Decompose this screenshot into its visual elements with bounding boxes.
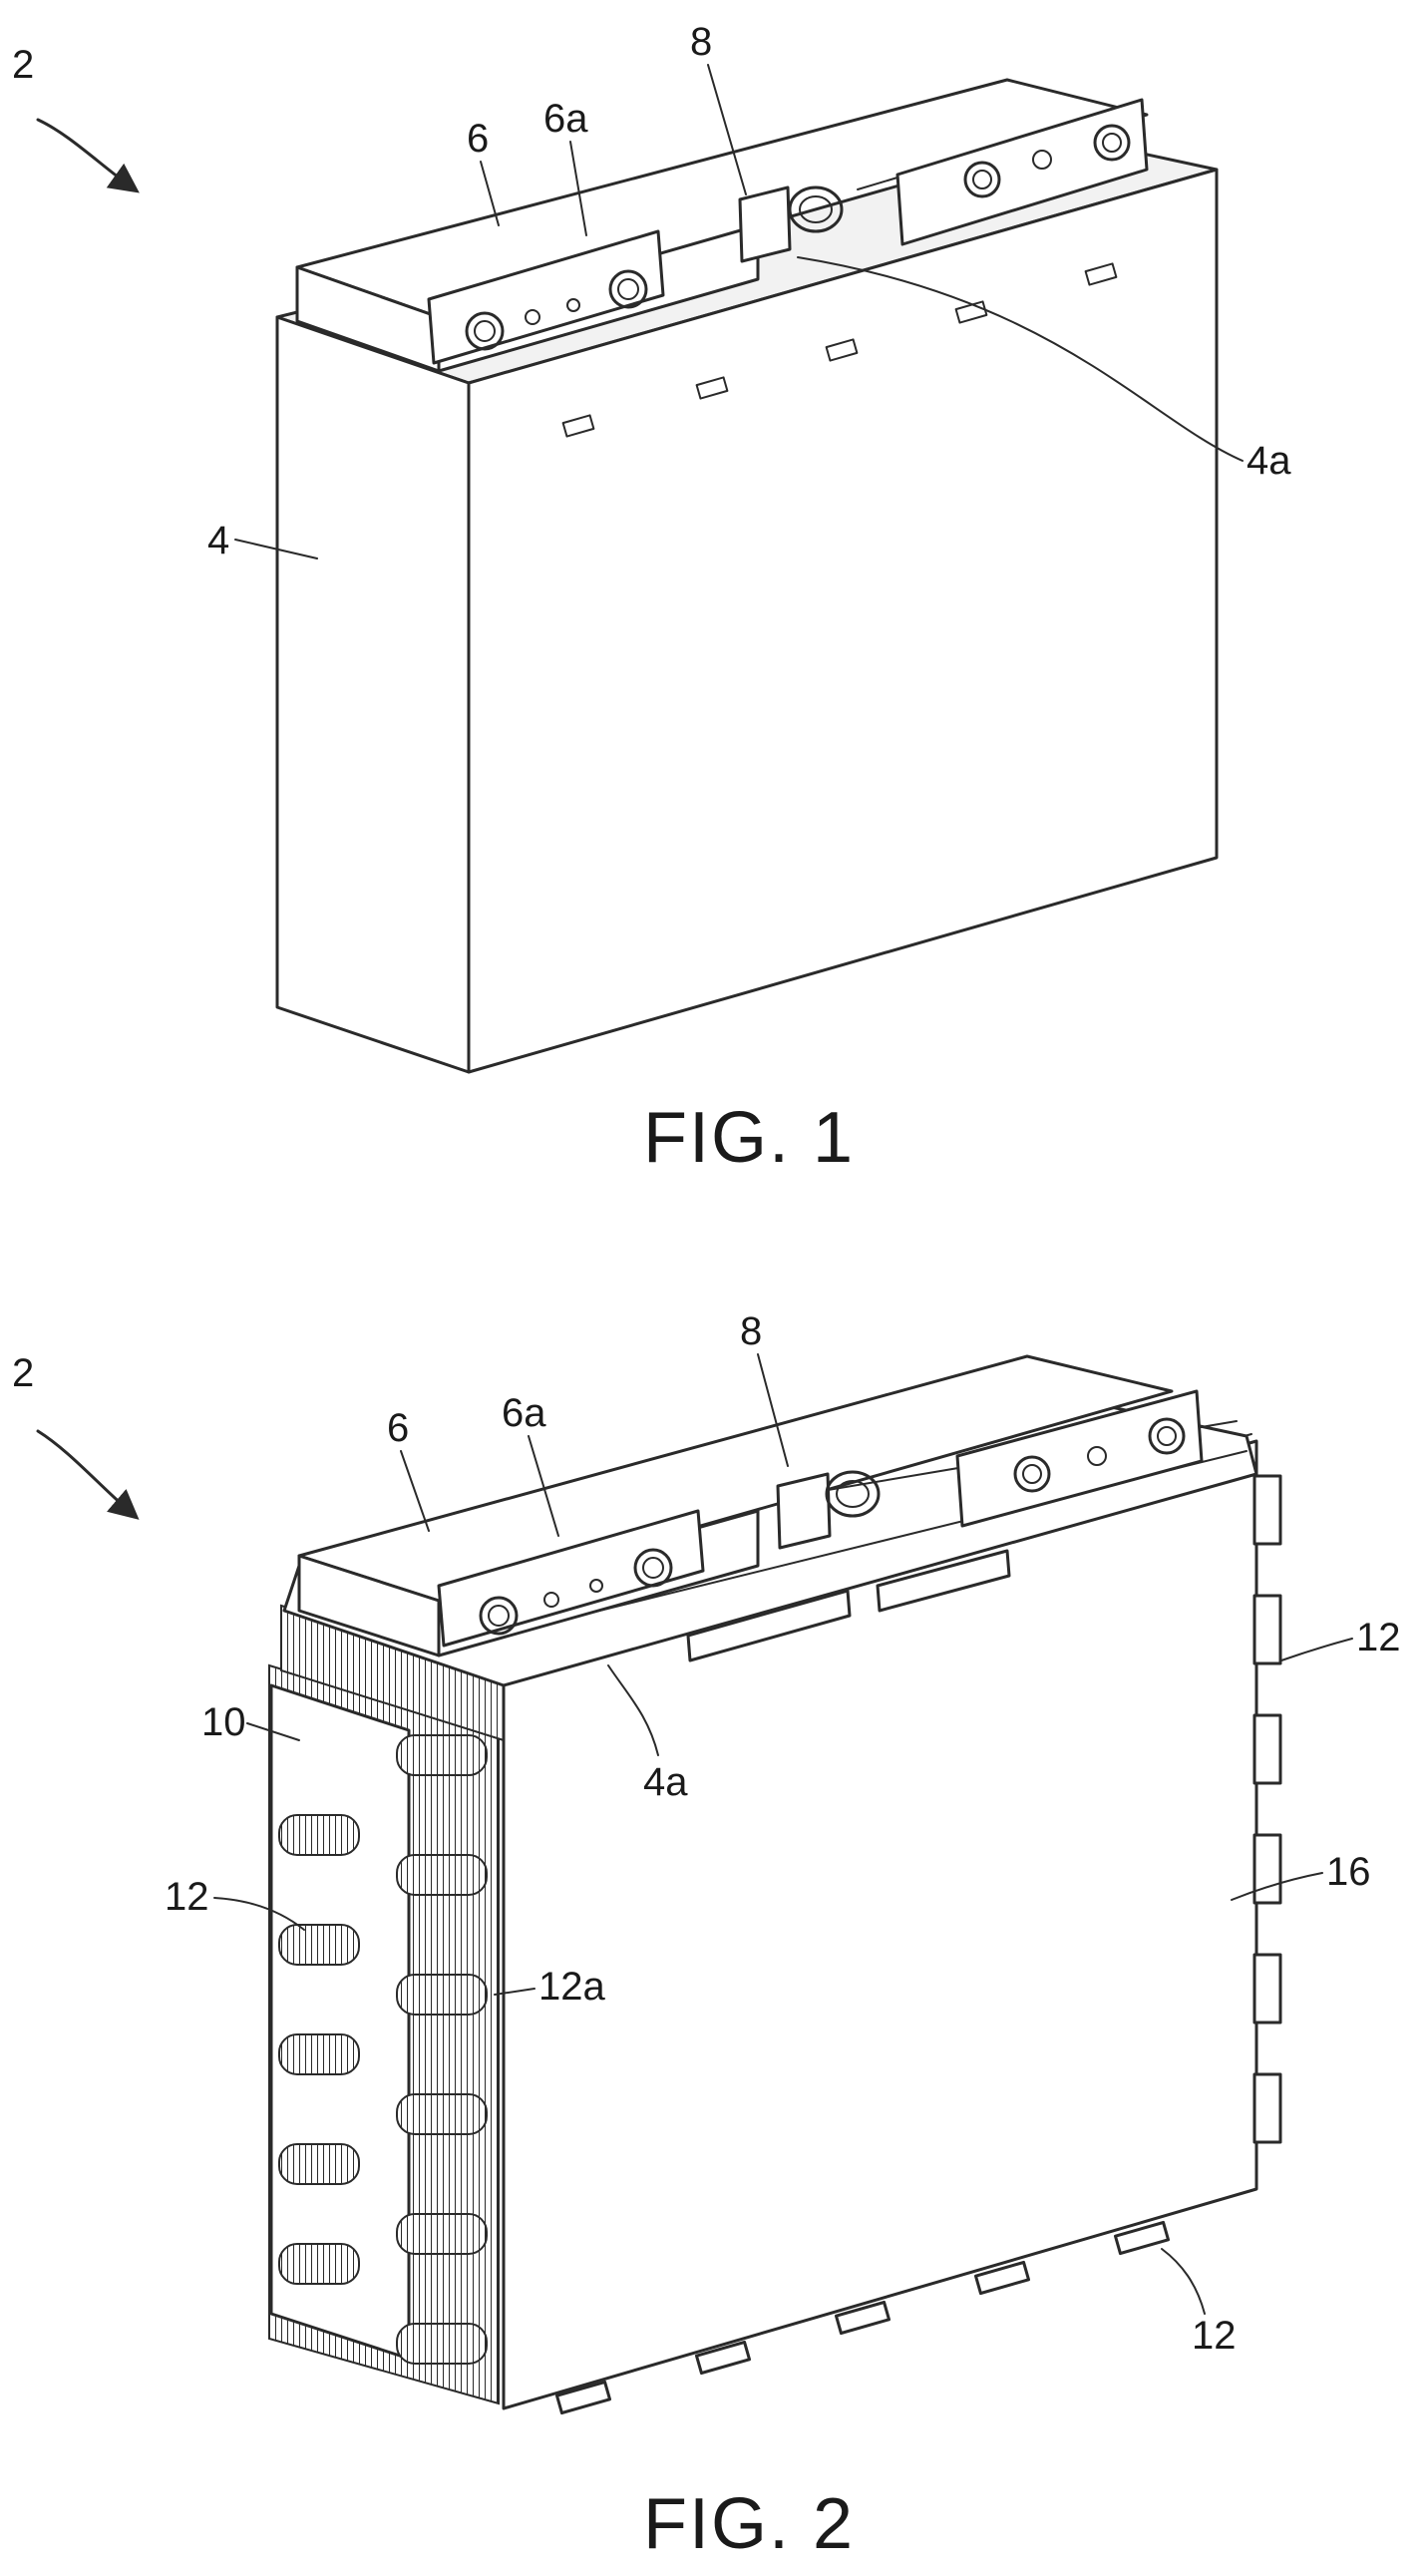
- fig2-clip-slot: [279, 1815, 359, 1855]
- fig2-caption: FIG. 2: [643, 2484, 855, 2564]
- fig1-assembly-arrow: [38, 120, 135, 189]
- fig2-label-lid: 6: [387, 1406, 409, 1450]
- fig2-right-tab: [1254, 1835, 1280, 1903]
- fig1-label-housing: 4: [207, 519, 229, 562]
- fig2-clip-slot: [397, 1855, 487, 1895]
- fig2-right-tab: [1254, 2074, 1280, 2142]
- fig2-clip-slot: [279, 2144, 359, 2184]
- fig1-label-assembly: 2: [12, 43, 34, 87]
- fig2-label-lid-plate: 6a: [502, 1391, 546, 1435]
- fig2-right-tab: [1254, 1715, 1280, 1783]
- fig2-connector-block: [778, 1474, 830, 1548]
- fig2-leader-clip-bottom: [1162, 2249, 1205, 2314]
- fig2-label-fin-stack: 10: [201, 1700, 246, 1744]
- fig2-label-clip-right: 12: [1356, 1616, 1401, 1659]
- fig1-housing-side-face: [277, 317, 469, 1072]
- fig2-label-side-plate: 16: [1326, 1850, 1371, 1894]
- fig2-label-top-edge: 4a: [643, 1760, 688, 1804]
- fig2-right-tab: [1254, 1596, 1280, 1663]
- fig2-label-connector: 8: [740, 1309, 762, 1353]
- fig2-clip-slot: [397, 1975, 487, 2015]
- fig2-right-clips: [1254, 1476, 1280, 2142]
- figure-2: 2: [12, 1309, 1401, 2564]
- fig2-clip-slot: [397, 1735, 487, 1775]
- fig1-label-housing-top: 4a: [1247, 439, 1291, 483]
- fig2-clip-slot: [279, 1925, 359, 1965]
- fig2-leader-clip-right: [1281, 1639, 1352, 1660]
- fig1-connector-block: [740, 187, 790, 261]
- fig2-clip-slot: [397, 2094, 487, 2134]
- fig1-label-connector: 8: [690, 20, 712, 64]
- fig2-label-clip-slot: 12a: [538, 1965, 605, 2009]
- fig2-label-assembly: 2: [12, 1351, 34, 1395]
- fig2-clip-slot: [397, 2324, 487, 2364]
- fig2-assembly-arrow: [38, 1431, 135, 1516]
- fig1-label-lid: 6: [467, 117, 489, 161]
- fig2-clip-slot: [279, 2244, 359, 2284]
- fig1-caption: FIG. 1: [643, 1098, 855, 1178]
- fig2-clip-slot: [397, 2214, 487, 2254]
- fig2-clip-slot: [279, 2034, 359, 2074]
- fig2-right-tab: [1254, 1955, 1280, 2023]
- fig2-right-tab: [1254, 1476, 1280, 1544]
- fig2-label-clip-bottom: 12: [1192, 2314, 1237, 2358]
- fig2-leader-lid: [401, 1451, 429, 1531]
- fig1-label-lid-plate: 6a: [543, 97, 588, 141]
- fig2-label-clip-left: 12: [165, 1875, 209, 1919]
- figure-1: 2: [12, 20, 1291, 1178]
